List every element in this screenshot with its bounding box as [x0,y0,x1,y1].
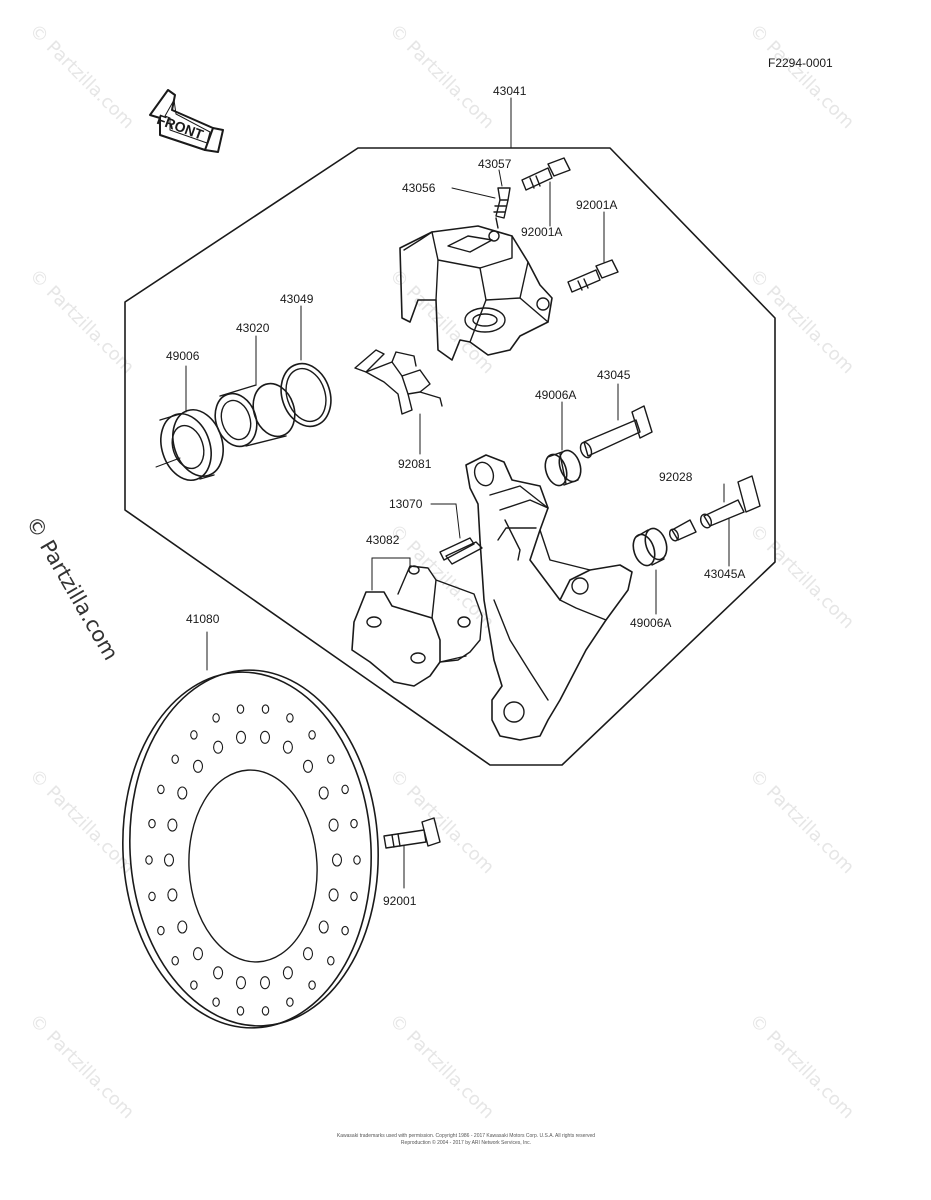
vent-hole [341,784,349,795]
vent-hole [171,754,179,764]
part-label-92081[interactable]: 92081 [398,457,432,471]
part-label-41080[interactable]: 41080 [186,612,220,626]
vent-hole [259,976,271,990]
vent-hole [261,704,270,714]
vent-hole [212,713,220,723]
copyright-line: Kawasaki trademarks used with permission… [336,1133,596,1139]
vent-hole [177,920,188,934]
caliper-bolt [567,259,619,293]
vent-hole [350,891,358,902]
brake-pads [351,565,483,687]
caliper-body [399,225,553,361]
assembly-frame [124,147,776,766]
vent-hole [190,980,198,990]
part-label-92001[interactable]: 92001 [383,894,417,908]
vent-hole [341,925,349,936]
vent-hole [308,730,316,740]
part-label-43045a[interactable]: 43045A [704,567,746,581]
vent-hole [328,888,339,902]
part-label-43045[interactable]: 43045 [597,368,631,382]
front-arrow-icon [149,89,224,153]
part-label-43020[interactable]: 43020 [236,321,270,335]
caliper-bolt [521,157,571,191]
part-label-49006a-top[interactable]: 49006A [535,388,577,402]
brake-disc [122,669,379,1029]
caliper-bracket [465,454,633,741]
vent-hole [177,786,188,800]
vent-hole [190,730,198,740]
slide-pin-boot [544,449,582,487]
vent-hole [157,925,165,936]
anti-rattle-spring [439,537,483,565]
vent-hole [261,1006,270,1016]
part-label-43057[interactable]: 43057 [478,157,512,171]
vent-hole [236,1006,245,1016]
vent-hole [318,920,329,934]
part-label-13070[interactable]: 13070 [389,497,423,511]
vent-hole [148,891,156,902]
part-label-43056[interactable]: 43056 [402,181,436,195]
vent-hole [282,966,293,980]
part-label-43082[interactable]: 43082 [366,533,400,547]
vent-hole [167,888,178,902]
disc-bolt [383,817,441,849]
vent-hole [350,818,358,829]
vent-hole [327,956,335,966]
bleeder-valve [493,187,511,229]
vent-hole [145,855,153,865]
part-label-92028[interactable]: 92028 [659,470,693,484]
slide-pin-boot [632,527,668,567]
vent-hole [308,980,316,990]
vent-hole [302,947,314,961]
vent-hole [236,704,245,714]
vent-hole [282,740,293,754]
copyright-line-2: Reproduction © 2004 - 2017 by ARI Networ… [400,1140,532,1146]
dust-seal [159,409,224,481]
vent-hole [157,784,165,795]
vent-hole [163,853,175,867]
vent-hole [213,966,224,980]
slide-pin-short [668,475,761,542]
part-label-92001a-top[interactable]: 92001A [521,225,563,239]
vent-hole [148,818,156,829]
vent-hole [192,947,204,961]
vent-hole [331,853,343,867]
part-label-92001a-mid[interactable]: 92001A [576,198,618,212]
vent-hole [235,730,247,744]
vent-hole [212,997,220,1007]
vent-hole [318,786,329,800]
vent-hole [286,997,294,1007]
part-label-43041[interactable]: 43041 [493,84,527,98]
vent-hole [328,818,339,832]
vent-hole [302,759,314,773]
disc-vent-holes [145,704,361,1016]
vent-hole [235,976,247,990]
vent-hole [213,740,224,754]
pad-spring [354,349,443,415]
part-label-49006[interactable]: 49006 [166,349,200,363]
vent-hole [167,818,178,832]
piston-seal [280,362,332,428]
vent-hole [286,713,294,723]
diagram-code: F2294-0001 [768,56,833,70]
part-label-43049[interactable]: 43049 [280,292,314,306]
vent-hole [327,754,335,764]
part-label-49006a-bottom[interactable]: 49006A [630,616,672,630]
vent-hole [353,855,361,865]
vent-hole [192,759,204,773]
vent-hole [171,956,179,966]
vent-hole [259,730,271,744]
slide-pin [579,405,653,459]
